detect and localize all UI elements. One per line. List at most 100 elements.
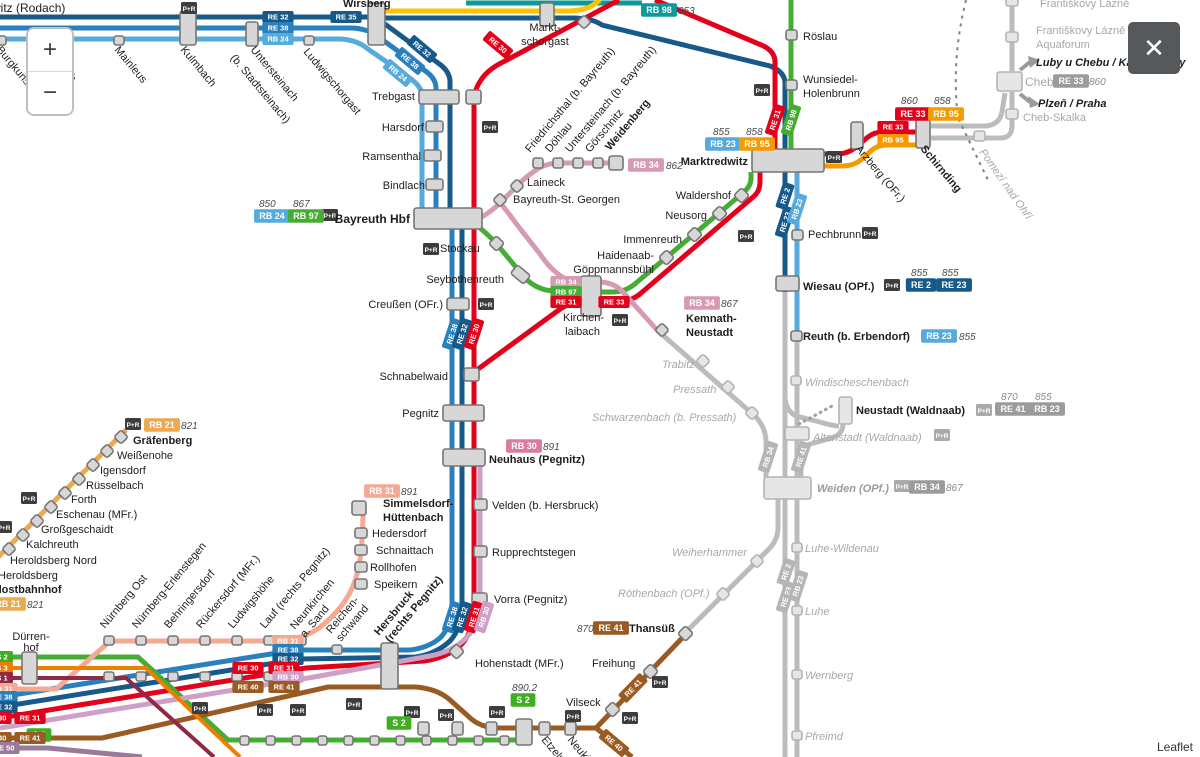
route-badge: RE 2 (776, 558, 796, 586)
svg-text:RE 32: RE 32 (278, 655, 299, 664)
svg-text:P+R: P+R (654, 680, 667, 687)
close-button[interactable]: ✕ (1128, 22, 1180, 74)
map-label: Velden (b. Hersbruck) (492, 500, 598, 512)
station-marker (751, 148, 825, 173)
map-label: 855 (1035, 392, 1052, 403)
route-badge: RB 23 (787, 569, 809, 603)
svg-text:RE 33: RE 33 (900, 109, 925, 119)
station-marker (421, 735, 432, 746)
svg-text:RE 23: RE 23 (941, 280, 966, 290)
station-marker (791, 669, 803, 680)
station-marker (16, 528, 30, 542)
station-marker (721, 380, 735, 394)
station-marker (113, 35, 125, 46)
route-badge: RB 21 (0, 597, 26, 611)
station-marker (791, 229, 804, 241)
park-and-ride-icon: P+R (826, 151, 842, 163)
route-badge: S 2 (386, 716, 412, 730)
svg-text:RB 34: RB 34 (914, 482, 940, 492)
route-badge: RE 50 (0, 742, 20, 754)
map-label: Pegnitz (402, 408, 439, 420)
map-label: Weißenohe (117, 450, 173, 462)
route-badge: RE 33 (895, 107, 931, 121)
station-marker (785, 29, 798, 41)
svg-text:RB 34: RB 34 (633, 160, 659, 170)
station-marker (580, 275, 602, 317)
park-and-ride-icon: P+R (346, 698, 362, 710)
station-marker (239, 735, 250, 746)
station-marker (677, 625, 694, 642)
map-label: Schwarzenbach (b. Pressath) (592, 412, 737, 424)
map-attribution[interactable]: Leaflet (1149, 737, 1200, 757)
zoom-out-button[interactable]: − (28, 71, 72, 114)
map-label: 867 (946, 483, 963, 494)
svg-text:P+R: P+R (614, 318, 627, 325)
svg-text:RE 30: RE 30 (238, 664, 259, 673)
route-badge: RE 41 (14, 732, 46, 744)
map-label: Pfreimd (805, 731, 844, 743)
svg-text:P+R: P+R (896, 484, 909, 491)
direction-arrow (1028, 96, 1040, 108)
rail-line-s1-maroon (0, 676, 216, 757)
map-label: Reuth (b. Erbendorf) (803, 331, 910, 343)
park-and-ride-icon: P+R (884, 279, 900, 291)
station-marker (103, 671, 115, 682)
route-badge: RE 31 (550, 296, 582, 308)
svg-text:RE 38: RE 38 (268, 24, 289, 33)
route-badge: RB 24 (254, 209, 290, 223)
map-label: laibach (565, 326, 600, 338)
map-label: Markt- (529, 22, 561, 34)
station-marker (199, 671, 211, 682)
svg-text:RE 2: RE 2 (911, 280, 931, 290)
route-badge: RE 32 (0, 701, 18, 713)
svg-text:RB 95: RB 95 (882, 136, 903, 145)
station-marker (135, 671, 147, 682)
route-badge: S 1 (0, 672, 13, 684)
station-marker (167, 671, 179, 682)
station-marker (442, 404, 485, 422)
map-label: Holenbrunn (803, 88, 860, 100)
station-marker (44, 500, 58, 514)
svg-text:S 2: S 2 (516, 695, 530, 705)
station-marker (425, 178, 444, 191)
zoom-in-button[interactable]: + (28, 29, 72, 71)
map-label: Pressath (673, 384, 716, 396)
svg-text:P+R: P+R (480, 302, 493, 309)
map-label: Wernberg (805, 670, 854, 682)
map-label: 860 (901, 96, 918, 107)
park-and-ride-icon: P+R (612, 314, 628, 326)
map-label: Igensdorf (100, 465, 147, 477)
route-badge: RE 2 (905, 278, 937, 292)
svg-text:RE 33: RE 33 (1058, 76, 1083, 86)
svg-text:RE 31: RE 31 (556, 298, 577, 307)
map-label: Neuhaus (Pegnitz) (489, 454, 585, 466)
map-label: Nordostbahnhof (0, 584, 62, 596)
map-label: Haidenaab- (597, 250, 654, 262)
station-marker (791, 542, 803, 553)
route-badge: RB 97 (288, 209, 324, 223)
rail-line-arrow-line-2 (1018, 92, 1032, 104)
svg-text:RE 38: RE 38 (278, 646, 299, 655)
route-badge: RB 23 (1029, 402, 1065, 416)
map-label: 821 (27, 600, 44, 611)
map-label: Plzeň / Praha (1038, 98, 1106, 110)
station-marker (510, 179, 524, 193)
map-label: Waldershof (676, 190, 732, 202)
map-label: Wirsberg (343, 0, 391, 10)
station-marker (733, 187, 750, 204)
map-label: 821 (181, 421, 198, 432)
svg-text:RB 23: RB 23 (926, 331, 952, 341)
route-badge: RB 21 (144, 418, 180, 432)
rail-line-gray-cheb-upper (931, 92, 1008, 129)
station-marker (351, 500, 367, 516)
rail-line-arrow-line-1 (1018, 60, 1032, 72)
svg-text:RE 30: RE 30 (0, 714, 6, 723)
map-label: Hedersdorf (372, 528, 427, 540)
station-marker (642, 663, 659, 680)
map-label: schorgast (521, 36, 569, 48)
svg-text:RB 34: RB 34 (555, 278, 577, 287)
station-marker (343, 735, 354, 746)
svg-text:P+R: P+R (828, 155, 841, 162)
station-marker (58, 486, 72, 500)
